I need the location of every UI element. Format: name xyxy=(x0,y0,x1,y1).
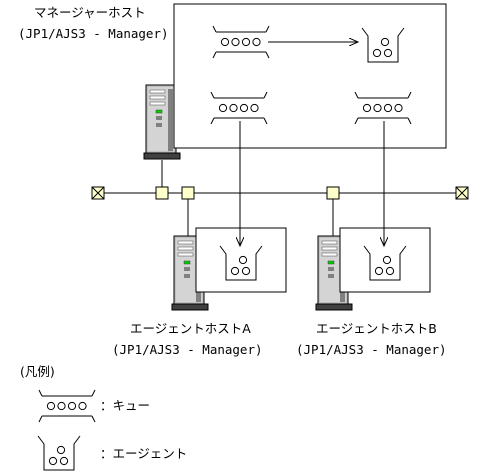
legend-agent-label: ：エージェント xyxy=(100,446,187,461)
left-terminator-icon xyxy=(91,186,105,200)
agent-a-name: エージェントホストA xyxy=(130,321,251,336)
legend-queue-label: ：キュー xyxy=(100,398,150,413)
legend-agent-icon xyxy=(37,435,81,471)
agent-a-bus-connector xyxy=(181,186,195,200)
manager-host-name: マネージャーホスト xyxy=(34,5,146,20)
agent-b-sub: (JP1/AJS3 - Manager) xyxy=(296,342,447,357)
agent-b-bus-connector xyxy=(326,186,340,200)
manager-panel xyxy=(173,3,447,149)
legend-queue-icon xyxy=(38,389,96,423)
manager-bus-connector xyxy=(155,186,169,200)
right-terminator-icon xyxy=(455,186,469,200)
legend-title: (凡例) xyxy=(20,364,55,379)
manager-host-sub: (JP1/AJS3 - Manager) xyxy=(18,26,169,41)
agent-a-sub: (JP1/AJS3 - Manager) xyxy=(112,342,263,357)
agent-b-name: エージェントホストB xyxy=(316,321,437,336)
